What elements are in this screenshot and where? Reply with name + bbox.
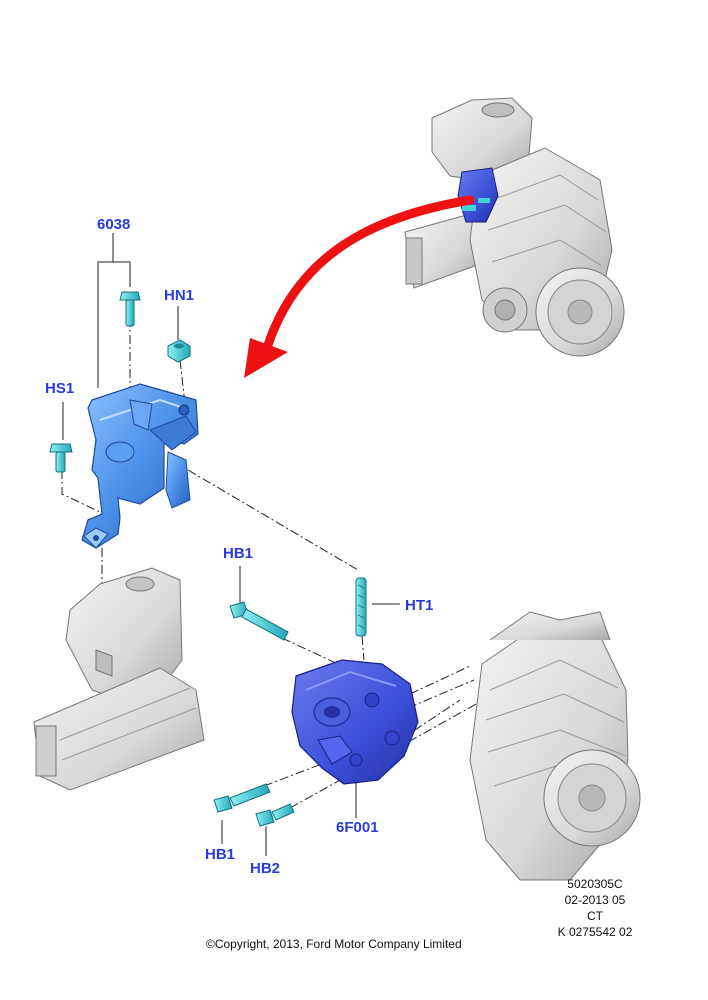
bolt-hb2 [255, 803, 295, 827]
drawing-info-block: 5020305C 02-2013 05 CT K 0275542 02 [548, 876, 642, 940]
red-curved-arrow [244, 195, 475, 378]
engine-bottom-right [469, 611, 641, 881]
callout-6038: 6038 [97, 216, 131, 233]
drawing-date: 02-2013 05 [564, 893, 626, 907]
bolt-hs1 [49, 443, 73, 473]
nut-hn1 [167, 339, 191, 363]
drawing-number: 5020305C [567, 877, 623, 891]
callout-ht1: HT1 [405, 597, 434, 614]
callout-hs1: HS1 [45, 380, 75, 397]
callout-hn1: HN1 [164, 287, 195, 304]
callout-hb1-bottom: HB1 [205, 846, 236, 863]
bolt-hb1-bottom [213, 783, 271, 813]
engine-mount-6038 [81, 383, 199, 549]
callout-hb2: HB2 [250, 860, 281, 877]
bolt-hb1-top [229, 601, 289, 641]
callout-6f001: 6F001 [336, 819, 379, 836]
stud-ht1 [355, 577, 367, 637]
bolt-6038 [119, 291, 141, 327]
callout-hb1-top: HB1 [223, 545, 254, 562]
engine-top-right [404, 97, 625, 357]
copyright-notice: ©Copyright, 2013, Ford Motor Company Lim… [206, 937, 462, 951]
body-strut-tower [33, 567, 205, 791]
drawing-code: CT [587, 909, 603, 923]
transmission-mount-6f001 [291, 659, 419, 785]
drawing-reference: K 0275542 02 [557, 925, 633, 939]
